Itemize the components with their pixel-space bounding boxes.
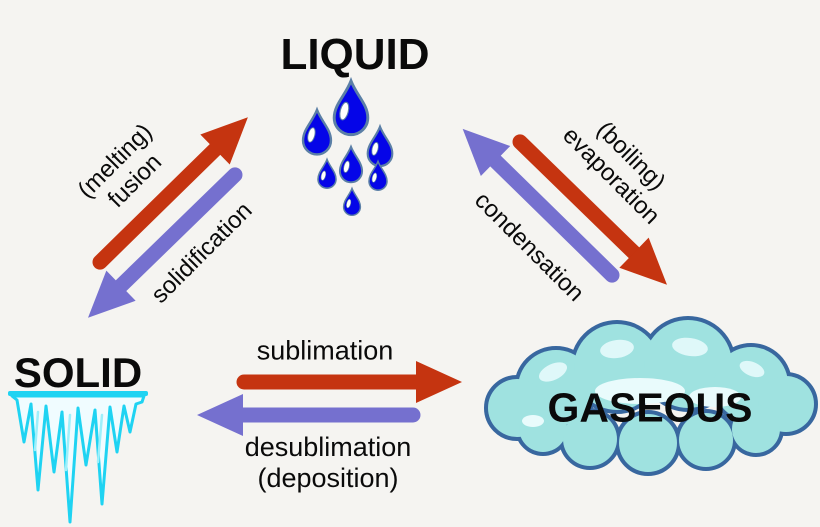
desublimation-label-line1: desublimation bbox=[244, 431, 412, 462]
sublimation-label: sublimation bbox=[256, 335, 394, 366]
solidification-arrow bbox=[88, 167, 243, 318]
cloud-icon bbox=[484, 316, 818, 476]
desublimation-label: desublimation (deposition) bbox=[245, 432, 412, 494]
fusion-arrow bbox=[92, 117, 248, 270]
state-solid-label: SOLID bbox=[13, 349, 143, 396]
sublimation-arrow bbox=[236, 361, 462, 403]
cloud-highlights bbox=[522, 337, 765, 427]
icicles-icon bbox=[8, 391, 148, 524]
evaporation-arrow bbox=[512, 134, 667, 285]
desublimation-label-line2: (deposition) bbox=[257, 463, 399, 493]
state-gaseous-label: GASEOUS bbox=[547, 384, 753, 431]
state-liquid-label: LIQUID bbox=[280, 30, 430, 79]
desublimation-arrow bbox=[197, 394, 421, 436]
condensation-arrow bbox=[462, 128, 620, 283]
